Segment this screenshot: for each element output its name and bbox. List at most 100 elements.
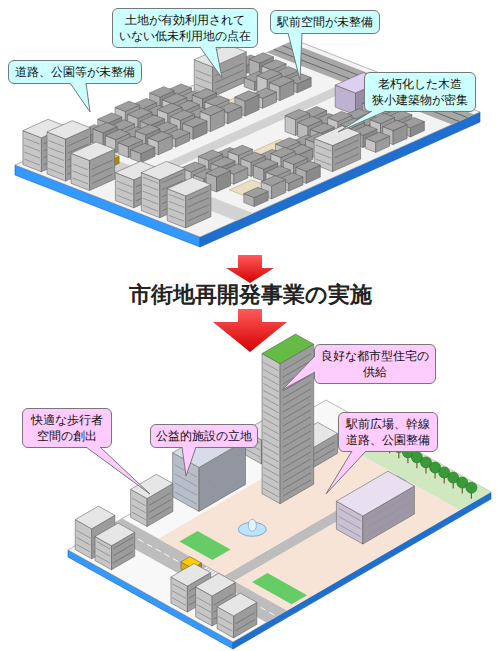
callout-tail-edge <box>86 447 150 494</box>
building-roof <box>167 178 211 196</box>
fountain-jet <box>248 519 256 531</box>
callout-text: 駅前空間が未整備 <box>275 14 375 30</box>
red-arrow <box>226 255 274 283</box>
building-roof <box>93 123 117 133</box>
window-row <box>316 152 332 158</box>
building-roof <box>235 91 259 101</box>
callout-tail-edge <box>282 356 315 390</box>
building-roof <box>170 110 194 120</box>
window-row <box>143 184 159 190</box>
window-row <box>197 605 211 613</box>
window-row <box>197 598 211 606</box>
building-roof <box>115 101 139 111</box>
city-layer <box>23 43 491 638</box>
window-row <box>169 215 185 221</box>
building-roof <box>253 159 277 169</box>
building-wall <box>47 132 66 181</box>
window-row <box>92 160 113 170</box>
building-roof <box>283 154 307 164</box>
window-row <box>339 524 361 536</box>
window-row <box>24 159 40 165</box>
building-roof <box>200 105 224 115</box>
window-row <box>203 481 242 504</box>
building-roof <box>370 113 394 123</box>
window-row <box>218 623 232 631</box>
window-row <box>96 548 110 556</box>
building-roof <box>270 76 294 86</box>
window-row <box>367 502 410 527</box>
building-roof <box>383 120 407 130</box>
building-roof <box>192 89 216 99</box>
wooden-house <box>244 187 268 206</box>
window-row <box>117 195 132 201</box>
building-roof <box>140 115 164 125</box>
building-roof <box>261 176 285 186</box>
building-roof <box>228 145 252 155</box>
window-row <box>132 512 146 520</box>
window-row <box>169 201 185 207</box>
window-row <box>48 141 64 147</box>
window-row <box>283 382 311 398</box>
window-row <box>24 152 40 158</box>
window-row <box>96 555 110 563</box>
window-row <box>197 612 211 620</box>
window-row <box>143 191 159 197</box>
window-row <box>48 169 64 175</box>
callout-box: 良好な都市型住宅の 供給 <box>314 344 436 384</box>
tree-trunk <box>444 478 445 484</box>
window-row <box>263 369 278 378</box>
window-row <box>117 181 132 187</box>
window-row <box>149 500 171 513</box>
building-roof <box>158 103 182 113</box>
window-row <box>263 488 278 497</box>
red-arrow <box>213 309 287 352</box>
tree-trunk <box>453 483 454 489</box>
building-roof <box>141 161 185 179</box>
building-roof <box>162 94 186 104</box>
window-row <box>283 389 311 405</box>
window-row <box>283 480 311 496</box>
window-row <box>283 431 311 447</box>
window-row <box>283 466 311 482</box>
apartment <box>95 523 135 570</box>
window-row <box>196 70 212 76</box>
building-roof <box>150 87 174 97</box>
callout-tail <box>338 111 386 132</box>
window-row <box>73 178 89 184</box>
window-row <box>196 84 212 90</box>
window-row <box>263 481 278 490</box>
tree-trunk <box>471 493 472 499</box>
road <box>51 141 253 221</box>
building-roof <box>196 573 236 596</box>
building-roof <box>98 113 122 123</box>
window-row <box>283 396 311 412</box>
station-building <box>336 471 414 544</box>
window-row <box>235 620 255 631</box>
window-row <box>215 77 243 90</box>
callout-tail-edge <box>338 111 386 132</box>
apartment <box>194 45 246 97</box>
tree-trunk <box>425 467 426 473</box>
building-roof <box>135 125 159 135</box>
building-roof <box>328 111 352 121</box>
window-row <box>283 410 311 426</box>
callout-text: 老朽化した木造 狭小建築物が密集 <box>369 76 471 108</box>
window-row <box>48 148 64 154</box>
window-row <box>218 616 232 624</box>
apartment <box>131 474 173 526</box>
building-roof <box>262 334 314 364</box>
window-row <box>143 205 159 211</box>
window-row <box>73 164 89 170</box>
building-roof <box>183 117 207 127</box>
building-roof <box>131 143 155 153</box>
window-row <box>263 453 278 462</box>
window-row <box>172 591 186 599</box>
tree <box>466 482 477 493</box>
window-row <box>263 390 278 399</box>
building-roof <box>266 166 290 176</box>
window-row <box>316 145 332 151</box>
window-row <box>283 417 311 433</box>
window-row <box>172 598 186 606</box>
callout-box: 快適な歩行者 空間の創出 <box>22 408 112 448</box>
